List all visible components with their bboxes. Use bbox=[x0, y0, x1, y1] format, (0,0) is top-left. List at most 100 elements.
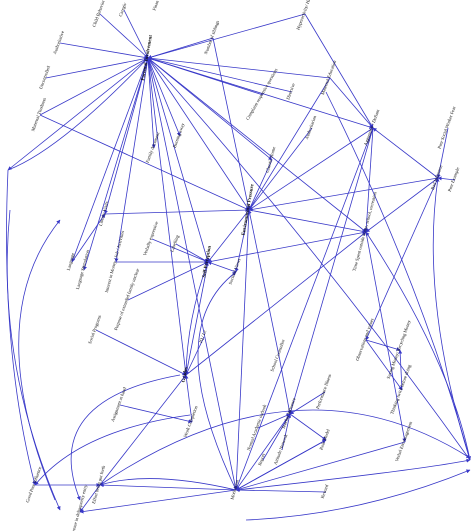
edge-57 bbox=[95, 329, 187, 376]
node-verbal-encouragement: Verbal Encouragement bbox=[394, 420, 413, 462]
edge-45 bbox=[364, 127, 374, 233]
node-interest-in-money: Interest in Money / Job / Activities bbox=[104, 230, 125, 293]
edge-54 bbox=[185, 261, 209, 376]
edge-93 bbox=[245, 469, 471, 521]
edge-27 bbox=[248, 77, 331, 211]
edge-84 bbox=[18, 219, 61, 501]
edge-44 bbox=[365, 177, 439, 341]
node-self-perception: Self Perception bbox=[202, 245, 213, 278]
node-verbally-expressive: Verbally expressive bbox=[142, 221, 159, 257]
edge-62 bbox=[281, 413, 292, 451]
edge-36 bbox=[127, 261, 209, 301]
edge-78 bbox=[147, 57, 238, 491]
edge-94 bbox=[99, 409, 471, 486]
edge-73 bbox=[365, 231, 407, 443]
node-school-counsellor: School Counsellor bbox=[269, 338, 286, 372]
edge-20 bbox=[71, 57, 149, 263]
node-chaotic-home: Chaotic Home bbox=[265, 146, 277, 173]
node-library-visits: Library Visits bbox=[98, 201, 109, 227]
node-normal-academic: Normal Academic outlook bbox=[246, 403, 268, 451]
edge-82 bbox=[6, 169, 37, 486]
edge-layer bbox=[6, 9, 471, 521]
node-complaint-parent: Complaint responsive questions bbox=[245, 67, 279, 121]
edge-75 bbox=[79, 489, 237, 514]
edge-58 bbox=[71, 213, 106, 263]
edge-34 bbox=[175, 243, 209, 263]
edge-88 bbox=[365, 231, 471, 461]
edge-24 bbox=[248, 127, 313, 211]
edge-8 bbox=[147, 56, 293, 93]
node-report: Report bbox=[257, 452, 266, 466]
edge-81 bbox=[7, 57, 149, 171]
edge-7 bbox=[147, 56, 331, 79]
edge-2 bbox=[39, 57, 149, 116]
edge-80 bbox=[7, 57, 149, 171]
edge-17 bbox=[147, 57, 250, 211]
node-authoritarian: Authoritarian bbox=[304, 114, 317, 140]
edge-41 bbox=[437, 176, 456, 181]
node-assignment-hand: Assignment at hand bbox=[110, 386, 127, 423]
edge-87 bbox=[432, 177, 471, 461]
edge-14 bbox=[83, 57, 149, 271]
edge-86 bbox=[147, 57, 471, 461]
node-aggressive-defiant: Aggressive / Defiant bbox=[363, 108, 381, 146]
edge-18 bbox=[147, 57, 367, 233]
edge-39 bbox=[207, 230, 367, 263]
edge-83 bbox=[6, 209, 61, 511]
edge-63 bbox=[262, 413, 291, 461]
node-observations-values: Observations and values bbox=[355, 317, 375, 361]
edge-51 bbox=[184, 374, 193, 423]
node-caregiver: Caregiv bbox=[118, 1, 128, 17]
edge-65 bbox=[235, 413, 291, 491]
edge-15 bbox=[114, 57, 149, 263]
node-grades: Grades bbox=[182, 367, 190, 383]
edge-53 bbox=[185, 231, 367, 376]
edge-33 bbox=[151, 238, 209, 263]
edge-3 bbox=[99, 13, 149, 59]
edge-6 bbox=[147, 13, 306, 59]
node-purposes-family-unclear: Purpose of extended family unclear bbox=[113, 268, 140, 332]
node-performance-illness: Performance Illness bbox=[315, 373, 332, 409]
edge-48 bbox=[235, 127, 374, 491]
edge-85 bbox=[235, 458, 471, 491]
node-decrease-delinquency: Decrease in delinquency entry bbox=[69, 483, 88, 531]
edge-32 bbox=[207, 209, 250, 263]
edge-68 bbox=[235, 488, 327, 493]
node-finan: Finan bbox=[151, 0, 160, 11]
node-parental-involvement: Parental Involvement bbox=[141, 34, 154, 81]
node-good-peer-influence: Good Peer Influence bbox=[25, 466, 43, 503]
edge-28 bbox=[212, 37, 251, 211]
edge-72 bbox=[365, 339, 403, 391]
edge-22 bbox=[104, 208, 250, 215]
edge-13 bbox=[104, 57, 149, 215]
node-hyperactivity: Hyperactivity/ Hig bbox=[295, 0, 312, 31]
edge-43 bbox=[365, 177, 439, 233]
edge-74 bbox=[247, 209, 280, 357]
edge-16 bbox=[147, 57, 209, 263]
node-social-programs: Social Programs bbox=[87, 314, 102, 344]
edge-95 bbox=[197, 271, 237, 491]
edge-59 bbox=[278, 355, 292, 415]
node-attitude-network: Attitude Network bbox=[273, 433, 289, 466]
node-motivation: Motivation bbox=[229, 478, 239, 500]
edge-40 bbox=[436, 127, 449, 179]
node-reward: Reward bbox=[320, 483, 330, 499]
edge-30 bbox=[234, 209, 250, 273]
edge-31 bbox=[234, 209, 250, 491]
node-teacher-influence: Teacher Influence bbox=[281, 397, 297, 430]
node-maternal-tiredness: Maternal Tiredness bbox=[30, 97, 47, 132]
node-child-behavior: Child Behavior bbox=[91, 0, 106, 28]
edge-49 bbox=[289, 127, 374, 415]
edge-56 bbox=[99, 483, 237, 491]
node-number-of-siblings: Number of siblings bbox=[203, 20, 220, 55]
edge-61 bbox=[257, 413, 291, 429]
edge-89 bbox=[325, 91, 471, 461]
edge-26 bbox=[248, 177, 439, 212]
edge-79 bbox=[39, 114, 250, 211]
node-language: Language bbox=[66, 252, 76, 271]
node-societal-views: Societal Views bbox=[228, 258, 242, 286]
edge-67 bbox=[235, 441, 406, 491]
